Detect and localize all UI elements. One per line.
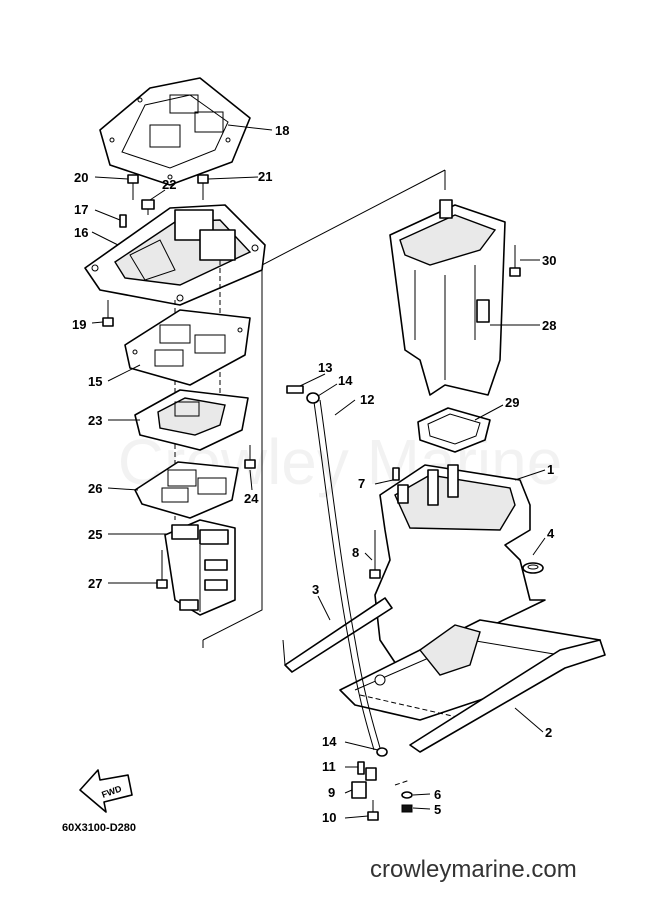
stud-7 xyxy=(392,467,400,481)
bolt-19 xyxy=(102,300,114,327)
fitting-22 xyxy=(141,199,155,215)
callout-17: 17 xyxy=(74,202,88,217)
pin-17 xyxy=(119,214,127,228)
seal-strip-2 xyxy=(409,639,606,753)
callout-18: 18 xyxy=(275,123,289,138)
callout-15: 15 xyxy=(88,374,102,389)
washer-6 xyxy=(401,791,413,799)
bolt-30 xyxy=(509,245,521,277)
callout-19: 19 xyxy=(72,317,86,332)
gasket-18 xyxy=(99,77,251,186)
clamp-14-bottom xyxy=(376,747,388,757)
callout-14-bottom: 14 xyxy=(322,734,337,749)
callout-4: 4 xyxy=(547,526,555,541)
callout-2: 2 xyxy=(545,725,552,740)
callout-25: 25 xyxy=(88,527,102,542)
website-caption: crowleymarine.com xyxy=(370,856,577,883)
exhaust-guide-16 xyxy=(84,204,266,520)
callout-8: 8 xyxy=(352,545,359,560)
leader-lines xyxy=(91,124,546,819)
callout-30: 30 xyxy=(542,253,556,268)
callout-5: 5 xyxy=(434,802,441,817)
bolt-10 xyxy=(367,800,379,821)
callout-24: 24 xyxy=(244,491,259,506)
bolt-8 xyxy=(369,530,381,579)
pin-11 xyxy=(357,761,365,775)
callout-numbers: 18 20 21 22 17 16 30 19 28 13 14 15 12 2… xyxy=(72,123,556,825)
drawing-code: 60X3100-D280 xyxy=(62,822,137,834)
fitting-13 xyxy=(286,385,304,394)
callout-26: 26 xyxy=(88,481,102,496)
spacer-plate-23 xyxy=(134,389,249,451)
bolt-20 xyxy=(127,174,139,200)
grommet-4 xyxy=(522,562,544,574)
hose-12 xyxy=(313,399,381,751)
callout-13: 13 xyxy=(318,360,332,375)
callout-23: 23 xyxy=(88,413,102,428)
callout-1: 1 xyxy=(547,462,554,477)
gasket-15 xyxy=(124,309,251,386)
callout-28: 28 xyxy=(542,318,556,333)
callout-10: 10 xyxy=(322,810,336,825)
bolt-5 xyxy=(401,804,413,813)
callout-20: 20 xyxy=(74,170,88,185)
upper-case-1 xyxy=(339,464,601,721)
fwd-arrow-icon: FWD xyxy=(79,769,133,813)
callout-3: 3 xyxy=(312,582,319,597)
bolt-21 xyxy=(197,174,209,200)
callout-21: 21 xyxy=(258,169,272,184)
assembly-frame xyxy=(202,169,446,648)
seal-29 xyxy=(417,407,491,453)
fitting-9 xyxy=(351,767,377,799)
callout-16: 16 xyxy=(74,225,88,240)
clamp-14-top xyxy=(306,392,320,404)
callout-6: 6 xyxy=(434,787,441,802)
callout-11: 11 xyxy=(322,759,336,774)
oil-pan-28 xyxy=(389,199,506,396)
gasket-26 xyxy=(134,461,239,519)
callout-7: 7 xyxy=(358,476,365,491)
bolt-24 xyxy=(244,445,256,469)
bolt-27 xyxy=(156,550,168,589)
callout-14-top: 14 xyxy=(338,373,353,388)
callout-27: 27 xyxy=(88,576,102,591)
callout-22: 22 xyxy=(162,177,176,192)
screw-bottom xyxy=(394,779,411,786)
callout-12: 12 xyxy=(360,392,374,407)
callout-9: 9 xyxy=(328,785,335,800)
exhaust-manifold-25 xyxy=(164,519,236,616)
seal-strip-3 xyxy=(282,597,393,673)
callout-29: 29 xyxy=(505,395,519,410)
